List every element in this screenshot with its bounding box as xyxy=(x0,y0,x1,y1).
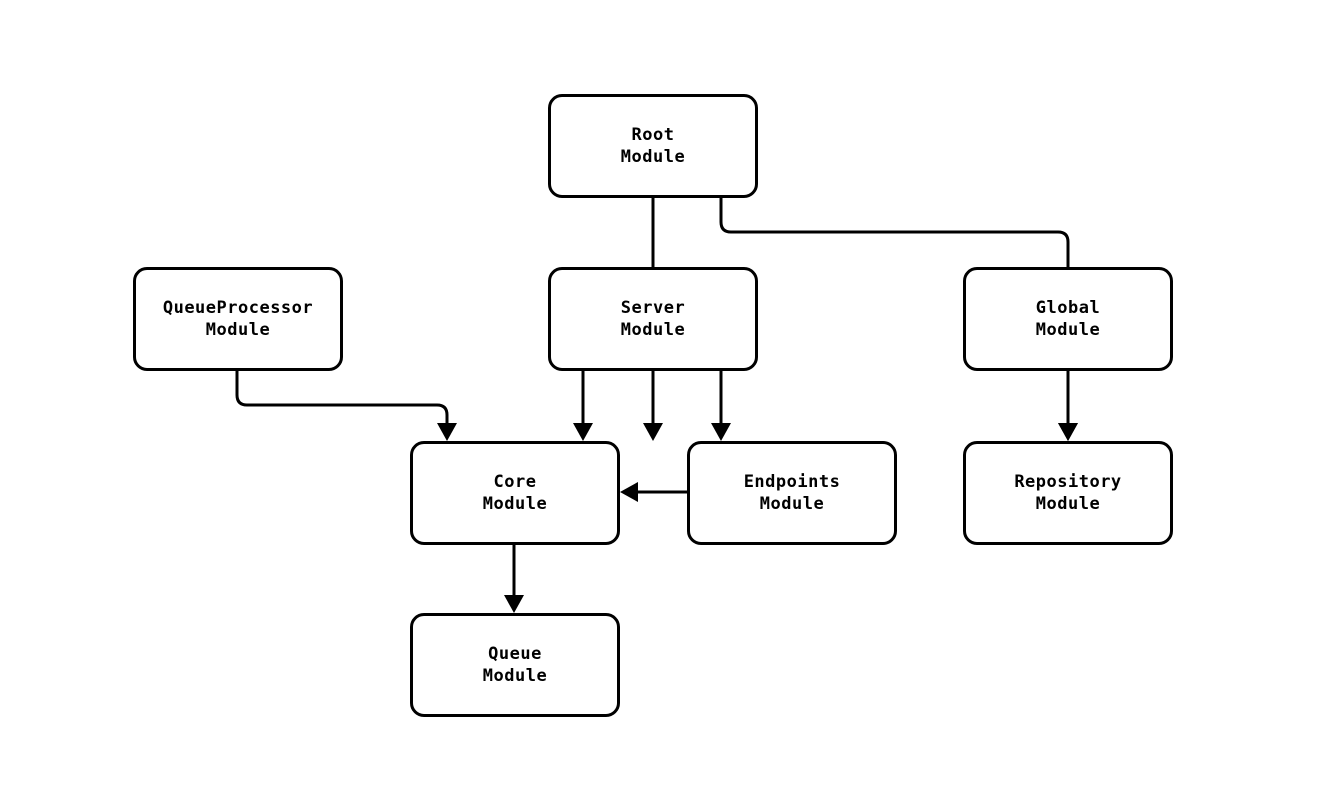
arrowhead xyxy=(643,423,663,441)
node-server[interactable]: Server Module xyxy=(548,267,758,371)
node-core-name: Core xyxy=(493,472,537,492)
node-endpoints[interactable]: Endpoints Module xyxy=(687,441,897,545)
edge-queueprocessor-core xyxy=(235,371,457,441)
node-endpoints-name: Endpoints xyxy=(743,472,841,492)
node-server-kind: Module xyxy=(620,320,686,340)
node-queueprocessor-name: QueueProcessor xyxy=(162,298,314,318)
node-core[interactable]: Core Module xyxy=(410,441,620,545)
node-repository[interactable]: Repository Module xyxy=(963,441,1173,545)
edge-core-queue xyxy=(504,545,524,613)
arrowhead xyxy=(620,482,638,502)
edge-endpoints-core xyxy=(620,482,687,502)
arrowhead xyxy=(437,423,457,441)
arrowhead xyxy=(573,423,593,441)
node-core-kind: Module xyxy=(482,494,548,514)
node-global-kind: Module xyxy=(1035,320,1101,340)
edge-server-endpoints xyxy=(711,371,731,441)
node-queue[interactable]: Queue Module xyxy=(410,613,620,717)
node-server-name: Server xyxy=(620,298,686,318)
edge-global-repository xyxy=(1058,371,1078,441)
node-global[interactable]: Global Module xyxy=(963,267,1173,371)
node-repository-kind: Module xyxy=(1035,494,1101,514)
node-global-name: Global xyxy=(1035,298,1101,318)
node-queueprocessor-kind: Module xyxy=(205,320,271,340)
node-queue-kind: Module xyxy=(482,666,548,686)
node-repository-name: Repository xyxy=(1014,472,1122,492)
arrowhead xyxy=(1058,423,1078,441)
node-queue-name: Queue xyxy=(488,644,542,664)
node-queueprocessor[interactable]: QueueProcessor Module xyxy=(133,267,343,371)
node-endpoints-kind: Module xyxy=(759,494,825,514)
node-root-kind: Module xyxy=(620,147,686,167)
arrowhead xyxy=(711,423,731,441)
edge-server-core xyxy=(573,371,593,441)
node-root[interactable]: Root Module xyxy=(548,94,758,198)
arrowhead xyxy=(504,595,524,613)
node-root-name: Root xyxy=(631,125,675,145)
